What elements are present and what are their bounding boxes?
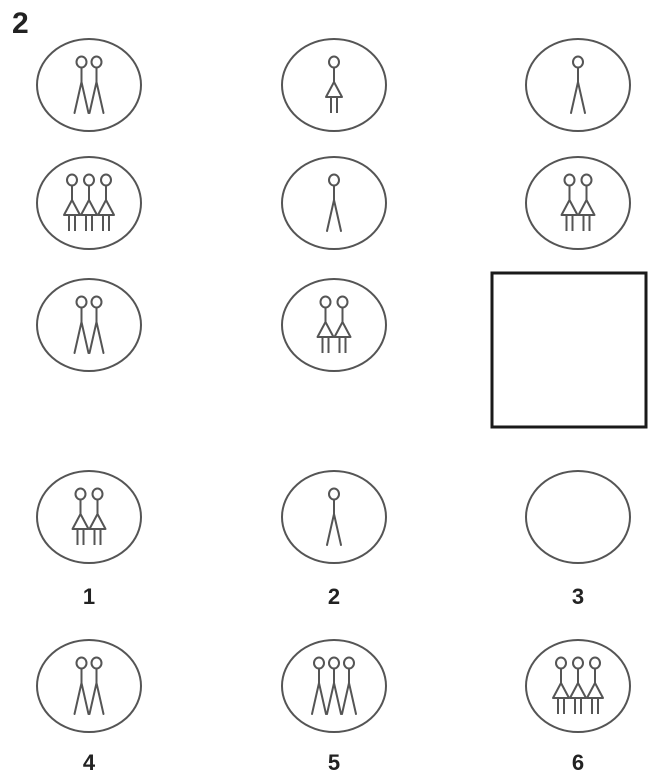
missing-answer-box (492, 273, 646, 427)
matrix-cell-r1-c2 (282, 39, 386, 131)
matrix-cell-r3-c1 (37, 279, 141, 371)
matrix-cell-r2-c3 (526, 157, 630, 249)
option-label-2: 2 (328, 586, 340, 608)
matrix-cell-r1-c3 (526, 39, 630, 131)
option-figure-5 (282, 640, 386, 732)
option-label-4: 4 (83, 752, 95, 774)
option-label-1: 1 (83, 586, 95, 608)
matrix-cell-r2-c2 (282, 157, 386, 249)
option-figure-3 (526, 471, 630, 563)
matrix-cell-r3-c2 (282, 279, 386, 371)
matrix-cell-r1-c1 (37, 39, 141, 131)
option-label-3: 3 (572, 586, 584, 608)
option-figure-2 (282, 471, 386, 563)
matrix-cell-r3-c3 (492, 273, 646, 427)
option-figure-4 (37, 640, 141, 732)
option-figure-1 (37, 471, 141, 563)
option-label-6: 6 (572, 752, 584, 774)
option-label-5: 5 (328, 752, 340, 774)
matrix-cell-r2-c1 (37, 157, 141, 249)
option-figure-6 (526, 640, 630, 732)
